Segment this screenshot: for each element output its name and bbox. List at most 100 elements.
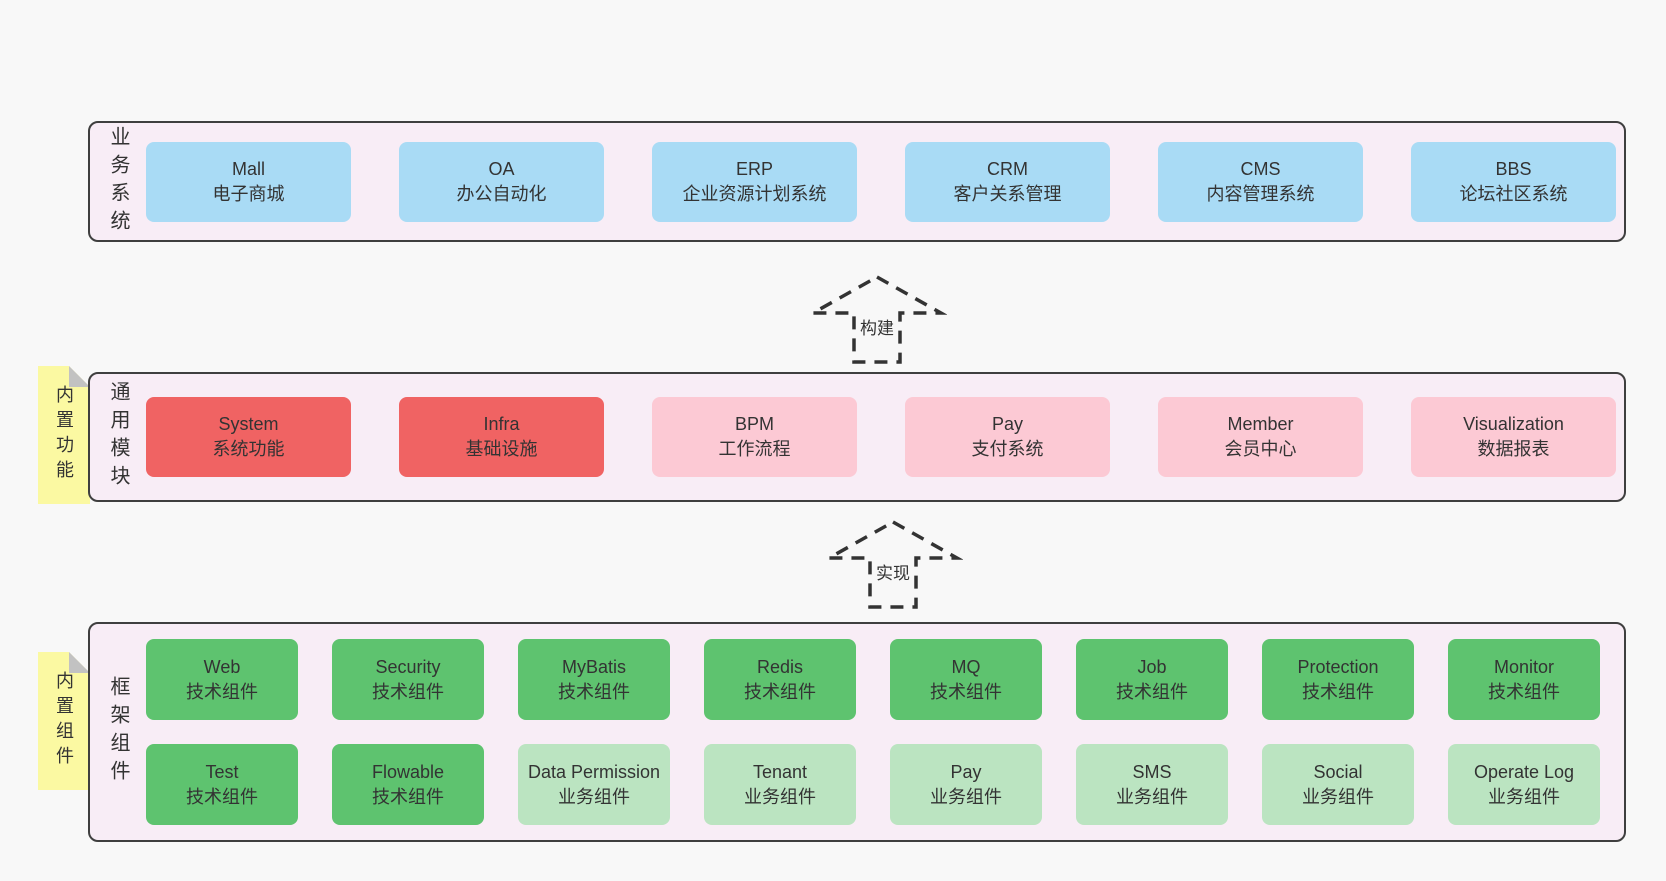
- box-bpm: BPM 工作流程: [652, 397, 857, 477]
- dashed-up-arrow-icon: [807, 274, 947, 364]
- box-title: Visualization: [1463, 414, 1564, 434]
- box-flowable: Flowable 技术组件: [332, 744, 484, 825]
- panel-label-column: 框架组件: [90, 624, 146, 840]
- components-row-2: Test 技术组件 Flowable 技术组件 Data Permission …: [146, 744, 1600, 825]
- box-title: Pay: [950, 761, 982, 782]
- box-subtitle: 办公自动化: [456, 183, 547, 204]
- dashed-up-arrow-icon: [823, 519, 963, 609]
- box-title: BBS: [1495, 158, 1532, 179]
- panel-label-modules: 通用模块: [107, 381, 129, 493]
- box-erp: ERP 企业资源计划系统: [652, 141, 857, 222]
- sticky-note-label: 内置功能: [54, 385, 74, 485]
- box-subtitle: 技术组件: [186, 786, 258, 807]
- box-title: Web: [203, 656, 241, 677]
- box-mq: MQ 技术组件: [890, 639, 1042, 720]
- box-subtitle: 业务组件: [1302, 786, 1374, 807]
- box-title: OA: [488, 158, 515, 179]
- box-subtitle: 企业资源计划系统: [682, 183, 827, 204]
- box-pay-system: Pay 支付系统: [905, 397, 1110, 477]
- box-subtitle: 电子商城: [212, 183, 285, 204]
- box-title: Test: [205, 761, 239, 782]
- arrow-implement-label: 实现: [872, 558, 914, 585]
- box-title: CMS: [1240, 158, 1281, 179]
- box-cms: CMS 内容管理系统: [1158, 141, 1363, 222]
- box-subtitle: 工作流程: [718, 439, 791, 459]
- box-subtitle: 业务组件: [930, 786, 1002, 807]
- box-subtitle: 业务组件: [1116, 786, 1188, 807]
- box-crm: CRM 客户关系管理: [905, 141, 1110, 222]
- box-subtitle: 技术组件: [372, 786, 444, 807]
- components-rows: Web 技术组件 Security 技术组件 MyBatis 技术组件 Redi…: [146, 639, 1600, 825]
- box-title: Data Permission: [527, 761, 661, 782]
- box-subtitle: 技术组件: [186, 681, 258, 702]
- box-subtitle: 技术组件: [1302, 681, 1374, 702]
- arrow-implement: 实现: [823, 518, 963, 610]
- box-title: Tenant: [752, 761, 808, 782]
- box-protection: Protection 技术组件: [1262, 639, 1414, 720]
- box-title: Pay: [991, 414, 1024, 434]
- box-oa: OA 办公自动化: [399, 141, 604, 222]
- common-modules-panel: 通用模块 System 系统功能 Infra 基础设施 BPM 工作流程 Pay…: [88, 372, 1626, 502]
- box-title: Social: [1313, 761, 1363, 782]
- box-subtitle: 技术组件: [930, 681, 1002, 702]
- box-title: Infra: [483, 414, 520, 434]
- sticky-note-builtin-components: 内置组件: [38, 652, 90, 790]
- box-subtitle: 客户关系管理: [953, 183, 1062, 204]
- box-visualization: Visualization 数据报表: [1411, 397, 1616, 477]
- sticky-note-builtin-features: 内置功能: [38, 366, 90, 504]
- box-title: Member: [1227, 414, 1294, 434]
- panel-label-components: 框架组件: [107, 676, 129, 788]
- box-subtitle: 内容管理系统: [1206, 183, 1315, 204]
- box-subtitle: 技术组件: [558, 681, 630, 702]
- box-tenant: Tenant 业务组件: [704, 744, 856, 825]
- box-title: SMS: [1132, 761, 1172, 782]
- components-row-1: Web 技术组件 Security 技术组件 MyBatis 技术组件 Redi…: [146, 639, 1600, 720]
- box-security: Security 技术组件: [332, 639, 484, 720]
- box-pay-component: Pay 业务组件: [890, 744, 1042, 825]
- box-title: ERP: [735, 158, 773, 179]
- box-subtitle: 会员中心: [1224, 439, 1297, 459]
- box-subtitle: 论坛社区系统: [1459, 183, 1568, 204]
- box-system: System 系统功能: [146, 397, 351, 477]
- panel-label-business: 业务系统: [107, 125, 129, 238]
- box-title: CRM: [987, 158, 1028, 179]
- box-social: Social 业务组件: [1262, 744, 1414, 825]
- box-subtitle: 数据报表: [1477, 439, 1550, 459]
- box-monitor: Monitor 技术组件: [1448, 639, 1600, 720]
- box-title: Protection: [1297, 656, 1379, 677]
- box-title: Flowable: [371, 761, 445, 782]
- arrow-build: 构建: [807, 273, 947, 365]
- box-title: MQ: [951, 656, 981, 677]
- box-title: Job: [1137, 656, 1167, 677]
- business-systems-panel: 业务系统 Mall 电子商城 OA 办公自动化 ERP 企业资源计划系统 CRM…: [88, 121, 1626, 242]
- box-title: System: [218, 414, 279, 434]
- panel-label-column: 业务系统: [90, 123, 146, 240]
- box-data-permission: Data Permission 业务组件: [518, 744, 670, 825]
- box-title: Monitor: [1493, 656, 1555, 677]
- framework-components-panel: 框架组件 Web 技术组件 Security 技术组件 MyBatis 技术组件…: [88, 622, 1626, 842]
- box-subtitle: 支付系统: [971, 439, 1044, 459]
- business-boxes-row: Mall 电子商城 OA 办公自动化 ERP 企业资源计划系统 CRM 客户关系…: [146, 141, 1616, 222]
- box-subtitle: 业务组件: [558, 786, 630, 807]
- box-title: BPM: [734, 414, 774, 434]
- box-subtitle: 技术组件: [1488, 681, 1560, 702]
- box-redis: Redis 技术组件: [704, 639, 856, 720]
- box-subtitle: 系统功能: [212, 439, 285, 459]
- box-mall: Mall 电子商城: [146, 141, 351, 222]
- box-test: Test 技术组件: [146, 744, 298, 825]
- box-subtitle: 业务组件: [744, 786, 816, 807]
- modules-boxes-row: System 系统功能 Infra 基础设施 BPM 工作流程 Pay 支付系统…: [146, 397, 1616, 477]
- box-subtitle: 业务组件: [1488, 786, 1560, 807]
- box-web: Web 技术组件: [146, 639, 298, 720]
- box-subtitle: 基础设施: [465, 439, 538, 459]
- box-title: Operate Log: [1473, 761, 1575, 782]
- box-job: Job 技术组件: [1076, 639, 1228, 720]
- box-title: Mall: [231, 158, 265, 179]
- box-infra: Infra 基础设施: [399, 397, 604, 477]
- box-subtitle: 技术组件: [372, 681, 444, 702]
- box-mybatis: MyBatis 技术组件: [518, 639, 670, 720]
- arrow-build-label: 构建: [856, 313, 898, 340]
- box-title: Security: [375, 656, 441, 677]
- box-operate-log: Operate Log 业务组件: [1448, 744, 1600, 825]
- box-subtitle: 技术组件: [744, 681, 816, 702]
